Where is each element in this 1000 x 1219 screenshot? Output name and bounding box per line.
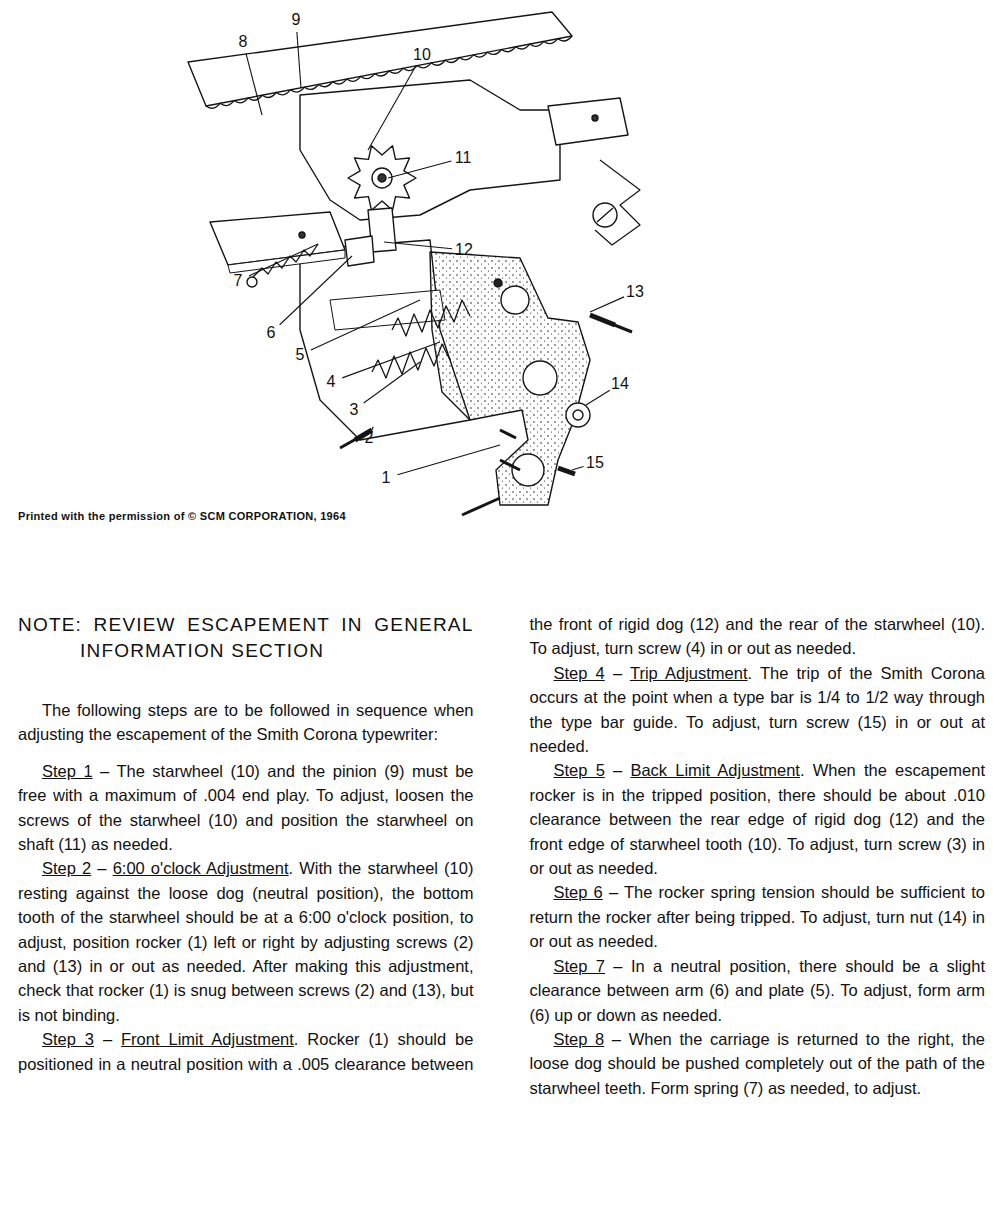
screw-spring [372, 344, 450, 378]
callout-number: 2 [365, 429, 374, 447]
starwheel [348, 146, 416, 211]
note-heading: NOTE: REVIEW ESCAPEMENT IN GENERAL INFOR… [18, 612, 474, 664]
leader-line [297, 32, 301, 88]
screw-2-tip [340, 439, 356, 448]
rocker-hole [523, 361, 557, 395]
step-paragraph: Step 5 – Back Limit Adjustment. When the… [530, 758, 986, 880]
leader-line [342, 342, 440, 378]
bracket [300, 80, 560, 220]
step-heading: Step 2 [42, 859, 91, 877]
step-heading: Trip Adjustment [630, 664, 748, 682]
step-text: . With the starwheel (10) resting agains… [18, 859, 478, 1023]
callout-number: 11 [455, 149, 472, 167]
plate-hole [592, 115, 598, 121]
step-heading: 6:00 o'clock Adjustment [113, 859, 289, 877]
rack [188, 12, 572, 106]
step-paragraph: Step 6 – The rocker spring tension shoul… [530, 880, 986, 953]
screw-13-tip [612, 324, 632, 332]
callout-number: 14 [611, 375, 629, 393]
step-paragraph: The following steps are to be followed i… [18, 698, 474, 747]
callout-number: 5 [296, 346, 305, 364]
leader-line [572, 466, 584, 470]
step-paragraph: Step 3 – Front Limit Adjustment. Rocker … [18, 612, 985, 1100]
callout-number: 4 [327, 373, 336, 391]
screw-15 [558, 468, 575, 474]
frame-screw [593, 203, 617, 227]
step-text: – [605, 761, 631, 779]
callout-number: 15 [586, 454, 604, 472]
leader-line [249, 244, 318, 276]
screw-slot [597, 208, 613, 222]
step-paragraph: Step 8 – When the carriage is returned t… [530, 1027, 986, 1100]
callout-number: 3 [350, 401, 359, 419]
leader-line [246, 54, 262, 115]
step-heading: Step 1 [42, 762, 93, 780]
leader-line [384, 242, 452, 249]
nut-14-core [573, 410, 583, 420]
step-heading: Step 3 [42, 1030, 94, 1048]
step-heading: Step 4 [554, 664, 605, 682]
leader-line [368, 65, 416, 150]
rocker-hole [501, 286, 529, 314]
leader-line [364, 362, 420, 403]
step-heading: Step 6 [554, 883, 603, 901]
step-paragraph: Step 7 – In a neutral position, there sh… [530, 954, 986, 1027]
leader-line [398, 445, 500, 475]
callout-number: 9 [292, 11, 301, 29]
leader-line [586, 390, 610, 405]
rack-teeth [206, 36, 572, 108]
screw-spring [392, 300, 470, 336]
leader-line [590, 297, 624, 312]
callout-number: 10 [413, 46, 431, 64]
step-heading: Front Limit Adjustment [121, 1030, 294, 1048]
plate-hole [299, 232, 305, 238]
callout-number: 7 [234, 272, 243, 290]
callout-number: 1 [382, 469, 391, 487]
screw-13 [590, 315, 615, 325]
rocker-pin [494, 279, 502, 287]
right-plate [548, 98, 628, 145]
step-heading: Step 7 [554, 957, 606, 975]
nut-14 [566, 403, 590, 427]
arm [345, 236, 374, 266]
step-paragraph: Step 4 – Trip Adjustment. The trip of th… [530, 661, 986, 759]
callout-number: 13 [626, 283, 644, 301]
step-heading: Back Limit Adjustment [630, 761, 800, 779]
step-heading: Step 8 [554, 1030, 605, 1048]
step-text: – [94, 1030, 121, 1048]
frame-break [595, 160, 640, 245]
step-paragraph: Step 1 – The starwheel (10) and the pini… [18, 759, 474, 857]
leader-line [388, 161, 451, 178]
rocker-pins [462, 430, 520, 515]
step-text: – [91, 859, 112, 877]
step-text: – [605, 664, 630, 682]
shaft [378, 174, 386, 182]
callout-number: 12 [455, 241, 473, 259]
step-heading: Step 5 [554, 761, 605, 779]
frame-edge [330, 290, 445, 330]
rocker [430, 252, 590, 505]
caption: Printed with the permission of © SCM COR… [18, 510, 346, 522]
callout-number: 6 [267, 324, 276, 342]
text-columns: NOTE: REVIEW ESCAPEMENT IN GENERAL INFOR… [18, 612, 985, 1100]
step-text: The following steps are to be followed i… [18, 701, 478, 743]
leader-line [280, 256, 352, 325]
callout-number: 8 [239, 33, 248, 51]
spring-eye [247, 277, 257, 287]
step-paragraph: Step 2 – 6:00 o'clock Adjustment. With t… [18, 856, 474, 1027]
leader-line [311, 300, 420, 350]
